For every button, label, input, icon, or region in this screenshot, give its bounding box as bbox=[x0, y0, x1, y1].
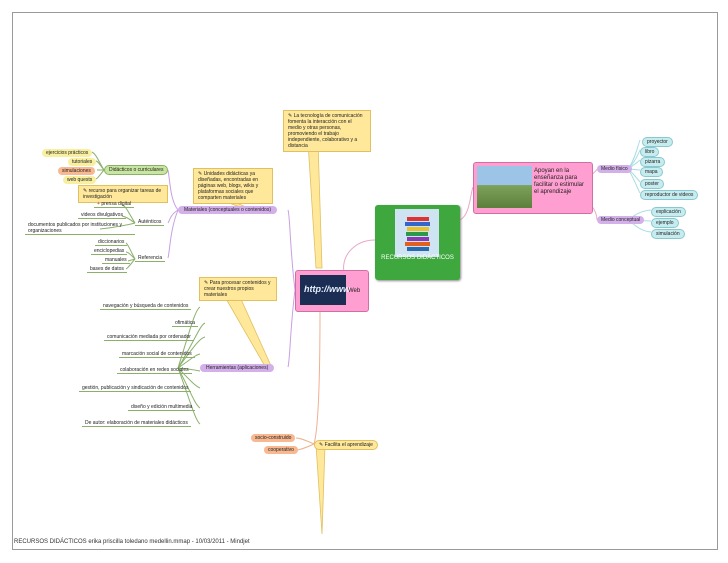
autenticos-item[interactable]: + prensa digital bbox=[94, 201, 135, 208]
referencia-item[interactable]: bases de datos bbox=[87, 266, 127, 273]
herramientas-item[interactable]: comunicación mediada por ordenador bbox=[104, 334, 194, 341]
page-frame bbox=[12, 12, 718, 550]
autenticos-node[interactable]: Auténticos bbox=[135, 219, 165, 226]
books-image bbox=[395, 209, 439, 257]
callout-pointer-facilita bbox=[315, 444, 331, 535]
herramientas-item[interactable]: diseño y edición multimedia bbox=[128, 404, 196, 411]
materiales-node[interactable]: Materiales (conceptuales o contenidos) bbox=[178, 206, 277, 214]
procesar-callout[interactable]: ✎ Para procesar contenidos y crear nuest… bbox=[199, 277, 277, 301]
medio-fisico-item[interactable]: reproductor de videos bbox=[640, 190, 699, 200]
herramientas-item[interactable]: marcación social de contenidos bbox=[119, 351, 195, 358]
http-image: http://www bbox=[300, 275, 350, 305]
medio-fisico-item[interactable]: mapa bbox=[640, 167, 663, 177]
herramientas-item[interactable]: gestión, publicación y sindicación de co… bbox=[79, 385, 192, 392]
recurso-callout[interactable]: ✎ recurso para organizar tareas de inves… bbox=[78, 185, 168, 203]
autenticos-item[interactable]: videos divulgativos bbox=[78, 212, 126, 219]
didacticos-item[interactable]: ejercicios prácticos bbox=[42, 149, 93, 157]
medio-fisico-item[interactable]: poster bbox=[640, 179, 664, 189]
didacticos-node[interactable]: Didácticos o curriculares bbox=[104, 165, 169, 175]
didacticos-item[interactable]: web quests bbox=[63, 176, 97, 184]
herramientas-item[interactable]: De autor: elaboración de materiales didá… bbox=[82, 420, 191, 427]
callout-pointer-procesar bbox=[224, 296, 273, 369]
medio-fisico-item[interactable]: libro bbox=[640, 147, 660, 157]
tecnologia-callout[interactable]: ✎ La tecnología de comunicación fomenta … bbox=[283, 110, 371, 152]
note-icon: ✎ bbox=[83, 188, 88, 194]
herramientas-node[interactable]: Herramientas (aplicaciones) bbox=[200, 364, 275, 372]
apoyan-label: Apoyan en la enseñanza para facilitar o … bbox=[534, 168, 585, 195]
autenticos-item[interactable]: documentos publicados por instituciones … bbox=[25, 222, 135, 235]
plus-icon: + bbox=[97, 201, 100, 207]
medio-fisico-item[interactable]: pizarra bbox=[640, 157, 666, 167]
note-icon: ✎ bbox=[204, 280, 209, 286]
medio-conceptual-item[interactable]: simulación bbox=[651, 229, 685, 239]
facilita-node[interactable]: ✎ Facilita el aprendizaje bbox=[314, 440, 378, 450]
footer-caption: RECURSOS DIDÁCTICOS erika priscilla tole… bbox=[14, 539, 250, 545]
herramientas-item[interactable]: colaboración en redes sociales bbox=[117, 367, 192, 374]
facilita-item[interactable]: socio-construido bbox=[251, 434, 296, 442]
central-node[interactable]: RECURSOS DIDÁCTICOS bbox=[375, 205, 460, 280]
callout-pointer-tecnologia bbox=[307, 141, 323, 269]
unidades-callout[interactable]: ✎ Unidades didácticas ya diseñadas, enco… bbox=[193, 168, 273, 204]
medio-conceptual-node[interactable]: Medio conceptual bbox=[597, 216, 645, 224]
note-icon: ✎ bbox=[319, 442, 324, 448]
apoyan-node[interactable]: Apoyan en la enseñanza para facilitar o … bbox=[473, 162, 593, 214]
medio-conceptual-item[interactable]: ejemplo bbox=[651, 218, 679, 228]
web-node[interactable]: http://www Web bbox=[295, 270, 369, 312]
herramientas-item[interactable]: ofimática bbox=[172, 320, 199, 327]
web-label: Web bbox=[348, 288, 361, 294]
medio-fisico-item[interactable]: proyector bbox=[642, 137, 673, 147]
didacticos-item[interactable]: simulaciones bbox=[58, 167, 95, 175]
medio-fisico-node[interactable]: Medio físico bbox=[597, 165, 632, 173]
central-label: RECURSOS DIDÁCTICOS bbox=[381, 255, 454, 261]
referencia-item[interactable]: enciclopedias bbox=[91, 248, 128, 255]
note-icon: ✎ bbox=[198, 171, 203, 177]
note-icon: ✎ bbox=[288, 113, 293, 119]
didacticos-item[interactable]: tutoriales bbox=[68, 158, 97, 166]
classroom-image bbox=[477, 166, 532, 208]
medio-conceptual-item[interactable]: explicación bbox=[651, 207, 686, 217]
referencia-node[interactable]: Referencia bbox=[135, 255, 166, 262]
facilita-item[interactable]: cooperativo bbox=[264, 446, 298, 454]
herramientas-item[interactable]: navegación y búsqueda de contenidos bbox=[100, 303, 192, 310]
referencia-item[interactable]: manuales bbox=[102, 257, 130, 264]
referencia-item[interactable]: diccionarios bbox=[95, 239, 128, 246]
